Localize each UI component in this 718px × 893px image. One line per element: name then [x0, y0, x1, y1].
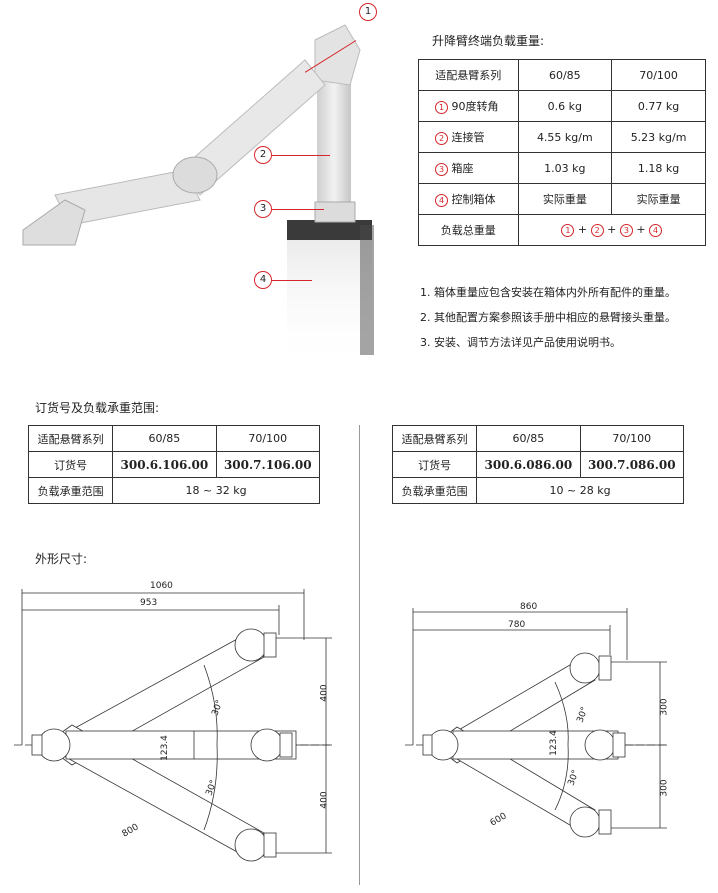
table-row: 订货号 300.6.106.00 300.7.106.00 [27, 451, 321, 478]
table-row: 负载承重范围 10 ~ 28 kg [391, 477, 684, 504]
table-row: 负载承重范围 18 ~ 32 kg [27, 477, 320, 504]
order-table-right: 适配悬臂系列 60/85 70/100 订货号 300.6.086.00 300… [391, 425, 685, 504]
circle-number: 2 [435, 131, 448, 145]
note-1: 1. 箱体重量应包含安装在箱体内外所有配件的重量。 [420, 286, 676, 299]
dim-width-right: 780 [508, 620, 526, 630]
order-number: 300.6.086.00 [476, 451, 581, 478]
dim-offset-right: 123.4 [548, 730, 559, 756]
product-photo [22, 24, 374, 368]
total-label: 负载总重量 [418, 214, 519, 246]
weight-header-label: 适配悬臂系列 [418, 59, 519, 91]
callout-1: 1 [359, 3, 377, 21]
total-formula: 1 + 2 + 3 + 4 [517, 214, 706, 246]
callout-2: 2 [254, 146, 272, 164]
dim-h2-left: 400 [319, 791, 330, 809]
circle-number: 1 [435, 100, 448, 114]
table-row: 负载总重量 1 + 2 + 3 + 4 [418, 214, 706, 246]
dim-h1-right: 300 [659, 698, 670, 716]
table-row: 适配悬臂系列 60/85 70/100 [391, 425, 685, 452]
dimension-drawing-right [405, 608, 667, 838]
circle-number: 4 [435, 193, 448, 207]
table-row: 适配悬臂系列 60/85 70/100 [27, 425, 321, 452]
table-row: 3 箱座 1.03 kg 1.18 kg [418, 152, 706, 184]
table-row: 2 连接管 4.55 kg/m 5.23 kg/m [418, 121, 706, 153]
table-row: 1 90度转角 0.6 kg 0.77 kg [418, 90, 706, 122]
note-2: 2. 其他配置方案参照该手册中相应的悬臂接头重量。 [420, 311, 676, 324]
table-row: 适配悬臂系列 60/85 70/100 [418, 59, 706, 91]
order-number: 300.7.086.00 [579, 451, 685, 478]
dim-total-right: 860 [520, 602, 538, 612]
table-row: 订货号 300.6.086.00 300.7.086.00 [391, 451, 685, 478]
note-3: 3. 安装、调节方法详见产品使用说明书。 [420, 336, 621, 349]
weight-table: 适配悬臂系列 60/85 70/100 1 90度转角 0.6 kg 0.77 … [418, 59, 706, 246]
order-title: 订货号及负载承重范围: [35, 401, 160, 415]
dim-total-left: 1060 [150, 581, 173, 591]
callout-3: 3 [254, 200, 272, 218]
order-number: 300.6.106.00 [112, 451, 217, 478]
section-divider [359, 425, 360, 885]
order-number: 300.7.106.00 [215, 451, 321, 478]
dim-h1-left: 400 [319, 684, 330, 702]
order-table-left: 适配悬臂系列 60/85 70/100 订货号 300.6.106.00 300… [27, 425, 321, 504]
dim-offset-left: 123.4 [159, 735, 170, 761]
dimension-drawing-left [14, 589, 332, 862]
dim-width-left: 953 [140, 598, 158, 608]
table-row: 4 控制箱体 实际重量 实际重量 [418, 183, 706, 215]
weight-title: 升降臂终端负载重量: [432, 34, 545, 48]
circle-number: 3 [435, 162, 448, 176]
dims-title: 外形尺寸: [35, 552, 88, 566]
callout-4: 4 [254, 271, 272, 289]
dim-h2-right: 300 [659, 779, 670, 797]
